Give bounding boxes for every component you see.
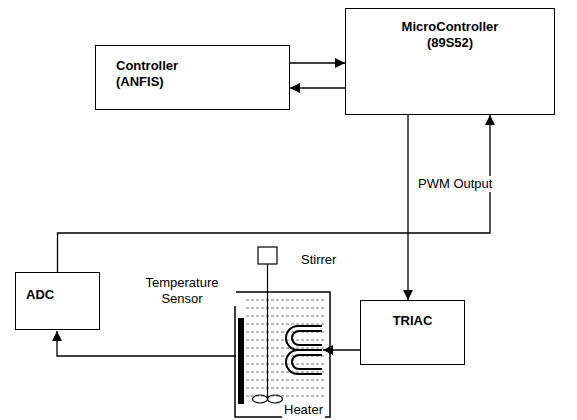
temperature-sensor (238, 318, 244, 404)
part-label: Temperature Sensor (128, 275, 236, 306)
heater-coil (286, 326, 322, 374)
triac-heater-wire (323, 349, 360, 350)
controller-box: Controller (ANFIS) (95, 45, 290, 110)
stirrer-motor (258, 247, 277, 264)
water-lines (246, 300, 326, 396)
signal-arrow (290, 87, 345, 88)
water-line (246, 348, 326, 349)
water-line (246, 388, 326, 389)
box-label: TRIAC (393, 313, 433, 329)
water-line (246, 308, 326, 309)
stirrer-blade (268, 395, 283, 403)
water-line (246, 316, 326, 317)
microcontroller-box: MicroController (89S52) (345, 8, 555, 115)
sensor-adc-wire (57, 331, 236, 356)
water-line (246, 300, 326, 301)
signal-arrow (58, 115, 491, 272)
water-line (246, 380, 326, 381)
adc-box: ADC (15, 272, 100, 330)
part-label: Heater (282, 402, 325, 418)
part-label: Stirrer (299, 252, 338, 268)
stirrer-shaft (267, 264, 268, 398)
triac-box: TRIAC (360, 300, 465, 365)
water-line (246, 324, 326, 325)
box-label: MicroController (89S52) (383, 19, 518, 52)
box-label: Controller (ANFIS) (116, 58, 206, 91)
stirrer-blade (253, 395, 268, 403)
water-line (246, 372, 326, 373)
signal-arrow (407, 115, 408, 300)
box-label: ADC (26, 287, 54, 303)
tank (235, 292, 330, 417)
signal-arrow (290, 62, 345, 63)
signal-label: PWM Output (416, 176, 494, 192)
